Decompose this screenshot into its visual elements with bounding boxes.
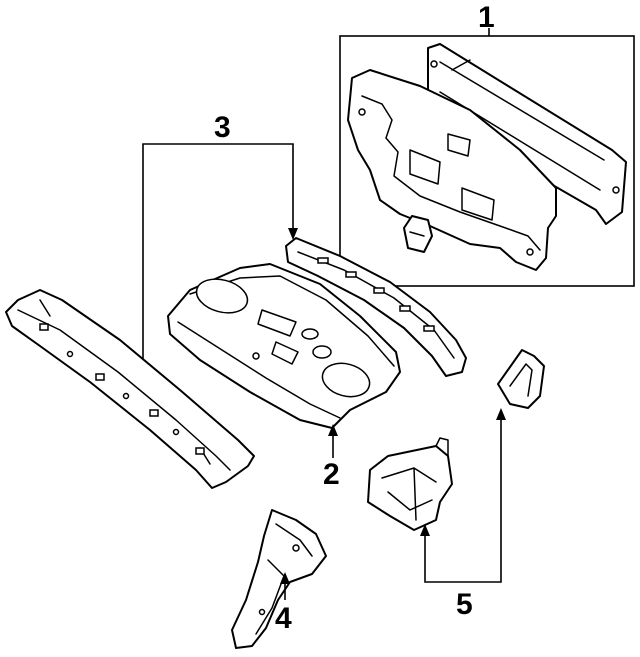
callout-4-label: 4 <box>275 602 292 635</box>
callout-5-label: 5 <box>456 588 473 621</box>
callout-4-arrow <box>280 572 290 584</box>
part-1-inset-box <box>339 35 635 287</box>
callout-2-arrow <box>328 424 338 436</box>
part-3-group: 3 <box>5 111 467 489</box>
upper-rail-icon <box>285 237 467 377</box>
rear-body-panel-assembly-icon <box>347 43 627 271</box>
bracket-icon <box>367 349 545 531</box>
callout-3-label: 3 <box>214 111 231 144</box>
callout-2-label: 2 <box>323 458 340 491</box>
callout-5-leader <box>424 414 502 583</box>
callout-3-leader <box>142 143 294 370</box>
pillar-brace-icon <box>231 509 327 649</box>
callout-5-arrow-left <box>420 524 430 536</box>
part-2-group: 2 <box>167 263 401 491</box>
callout-3-arrow-right <box>288 228 298 240</box>
callout-1-label: 1 <box>478 1 495 34</box>
part-5-group: 5 <box>367 349 545 621</box>
package-tray-icon <box>167 263 401 429</box>
part-1-group: 1 <box>339 1 635 287</box>
callout-5-arrow-right <box>496 408 506 420</box>
rear-crossmember-icon <box>5 289 255 489</box>
part-4-group: 4 <box>231 509 327 649</box>
